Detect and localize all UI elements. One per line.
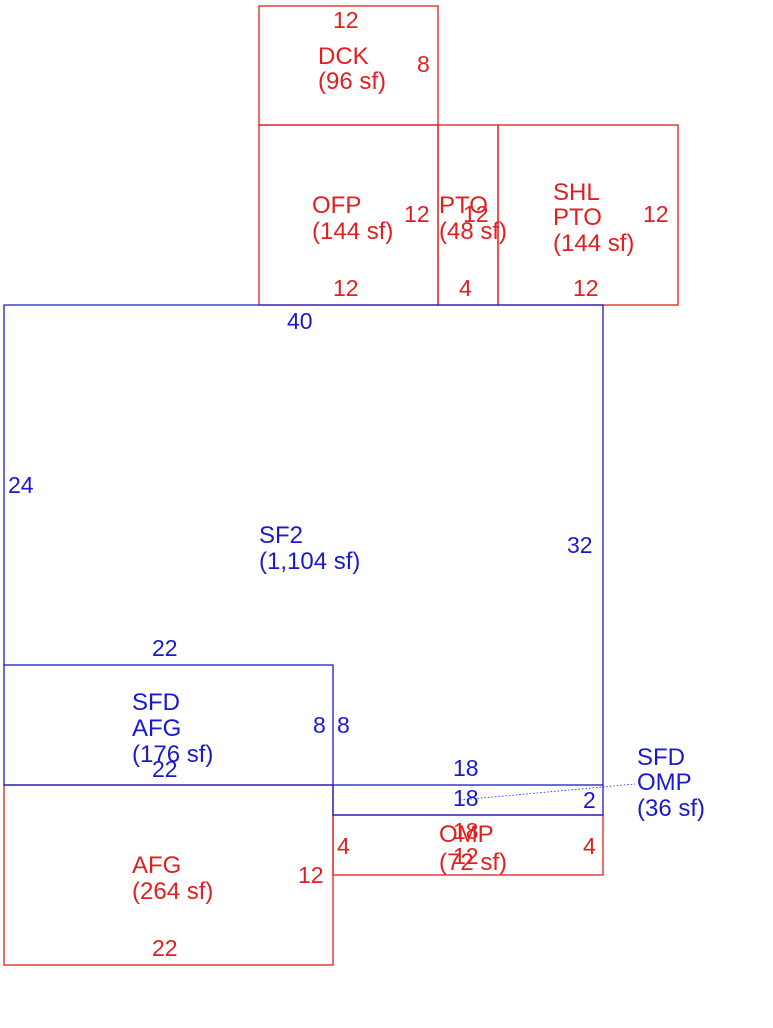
sfd-omp-area: (36 sf) bbox=[637, 795, 705, 822]
shl-code-line1: SHL bbox=[553, 179, 600, 206]
sfd-afg-outline bbox=[3, 664, 334, 786]
pto-code: PTO bbox=[439, 192, 488, 219]
dck-area: (96 sf) bbox=[318, 68, 386, 95]
dck-code: DCK bbox=[318, 43, 369, 70]
afg-right-dim: 12 bbox=[298, 862, 324, 888]
sfd-omp-code-line1: SFD bbox=[637, 744, 685, 771]
ofp-area: (144 sf) bbox=[312, 218, 393, 245]
sfd-afg-code-line2: AFG bbox=[132, 715, 181, 742]
sfd-omp-right-dim: 2 bbox=[583, 787, 596, 813]
sfd-omp-mid-dim: 18 bbox=[453, 785, 479, 811]
pto-bottom-dim: 4 bbox=[459, 275, 472, 301]
sfd-omp-code-line2: OMP bbox=[637, 769, 692, 796]
shl-code-line2: PTO bbox=[553, 204, 602, 231]
pto-right-dim: 12 bbox=[463, 201, 489, 227]
dck-top-dim: 12 bbox=[333, 7, 359, 33]
afg-code: AFG bbox=[132, 852, 181, 879]
omp-mid-dim: 12 bbox=[453, 843, 479, 869]
ofp-right-dim: 12 bbox=[404, 201, 430, 227]
sfd-afg-code-line1: SFD bbox=[132, 689, 180, 716]
sfd-omp-top-dim: 18 bbox=[453, 755, 479, 781]
omp-right-dim: 4 bbox=[583, 833, 596, 859]
sf2-right-dim: 32 bbox=[567, 532, 593, 558]
sf2-step-dim: 22 bbox=[152, 635, 178, 661]
afg-area: (264 sf) bbox=[132, 878, 213, 905]
omp-area: (72 sf) bbox=[439, 849, 507, 876]
sf2-outline bbox=[3, 304, 604, 785]
ofp-bottom-dim: 12 bbox=[333, 275, 359, 301]
sf2-top-dim: 40 bbox=[287, 308, 313, 334]
sfd-omp-leader bbox=[459, 783, 636, 801]
omp-top-dim: 18 bbox=[453, 818, 479, 844]
pto-area: (48 sf) bbox=[439, 218, 507, 245]
sf2-area: (1,104 sf) bbox=[259, 548, 360, 575]
sfd-afg-area: (176 sf) bbox=[132, 741, 213, 768]
step-right-dim: 8 bbox=[337, 712, 350, 738]
omp-code: OMP bbox=[439, 821, 494, 848]
dck-right-dim: 8 bbox=[417, 51, 430, 77]
shl-right-dim: 12 bbox=[643, 201, 669, 227]
shl-area: (144 sf) bbox=[553, 230, 634, 257]
sfd-afg-right-dim: 8 bbox=[313, 712, 326, 738]
sf2-code: SF2 bbox=[259, 522, 303, 549]
ofp-code: OFP bbox=[312, 192, 361, 219]
sfd-omp-outline bbox=[332, 784, 604, 816]
sfd-afg-bottom-dim: 22 bbox=[152, 756, 178, 782]
omp-left-dim: 4 bbox=[337, 833, 350, 859]
shl-bottom-dim: 12 bbox=[573, 275, 599, 301]
afg-bottom-dim: 22 bbox=[152, 935, 178, 961]
sf2-left-dim: 24 bbox=[8, 472, 34, 498]
